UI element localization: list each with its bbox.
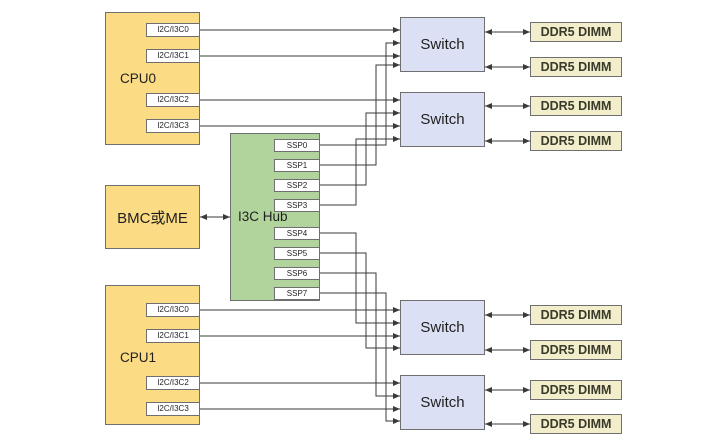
switch-label: Switch [420, 394, 465, 411]
cpu1-label: CPU1 [120, 350, 157, 365]
port-label: SSP7 [286, 288, 308, 298]
dimm-1-block: DDR5 DIMM [530, 22, 622, 42]
dimm-label: DDR5 DIMM [540, 383, 612, 397]
cpu0-port-i2c-i3c2: I2C/I3C2 [146, 93, 200, 107]
dimm-label: DDR5 DIMM [540, 99, 612, 113]
dimm-label: DDR5 DIMM [540, 343, 612, 357]
hub-port-ssp6: SSP6 [274, 267, 320, 280]
switch-label: Switch [420, 111, 465, 128]
switch-1-block: Switch [400, 17, 485, 72]
dimm-5-block: DDR5 DIMM [530, 305, 622, 325]
dimm-label: DDR5 DIMM [540, 417, 612, 431]
hub-port-ssp2: SSP2 [274, 179, 320, 192]
hub-port-ssp3: SSP3 [274, 199, 320, 212]
port-label: I2C/I3C0 [157, 25, 189, 34]
switch-to-dimm-wires [485, 29, 530, 427]
cpu1-port-i2c-i3c2: I2C/I3C2 [146, 376, 200, 390]
port-label: SSP3 [286, 200, 308, 210]
hub-port-ssp5: SSP5 [274, 247, 320, 260]
cpu0-port-i2c-i3c0: I2C/I3C0 [146, 23, 200, 37]
cpu0-to-switch-wires [200, 27, 400, 129]
cpu1-port-i2c-i3c1: I2C/I3C1 [146, 329, 200, 343]
port-label: SSP4 [286, 228, 308, 238]
dimm-7-block: DDR5 DIMM [530, 380, 622, 400]
hub-port-ssp7: SSP7 [274, 287, 320, 300]
switch-label: Switch [420, 36, 465, 53]
cpu0-port-i2c-i3c3: I2C/I3C3 [146, 119, 200, 133]
dimm-label: DDR5 DIMM [540, 134, 612, 148]
cpu0-port-i2c-i3c1: I2C/I3C1 [146, 49, 200, 63]
port-label: I2C/I3C1 [157, 331, 189, 340]
port-label: I2C/I3C2 [157, 95, 189, 104]
dimm-3-block: DDR5 DIMM [530, 96, 622, 116]
hub-ssp-to-switch-wires [320, 40, 400, 424]
i3c-hub-label: I3C Hub [238, 209, 288, 224]
port-label: I2C/I3C2 [157, 378, 189, 387]
cpu1-port-i2c-i3c3: I2C/I3C3 [146, 402, 200, 416]
dimm-label: DDR5 DIMM [540, 25, 612, 39]
dimm-label: DDR5 DIMM [540, 60, 612, 74]
hub-port-ssp0: SSP0 [274, 139, 320, 152]
dimm-2-block: DDR5 DIMM [530, 57, 622, 77]
switch-2-block: Switch [400, 92, 485, 147]
dimm-4-block: DDR5 DIMM [530, 131, 622, 151]
bmc-block: BMC或ME [105, 185, 200, 249]
switch-4-block: Switch [400, 375, 485, 430]
port-label: SSP5 [286, 248, 308, 258]
switch-3-block: Switch [400, 300, 485, 355]
port-label: SSP1 [286, 160, 308, 170]
dimm-6-block: DDR5 DIMM [530, 340, 622, 360]
hub-port-ssp1: SSP1 [274, 159, 320, 172]
port-label: I2C/I3C1 [157, 51, 189, 60]
cpu1-to-switch-wires [200, 307, 400, 412]
switch-label: Switch [420, 319, 465, 336]
hub-port-ssp4: SSP4 [274, 227, 320, 240]
bmc-label: BMC或ME [117, 209, 188, 227]
cpu0-label: CPU0 [120, 71, 157, 86]
dimm-8-block: DDR5 DIMM [530, 414, 622, 434]
cpu1-port-i2c-i3c0: I2C/I3C0 [146, 303, 200, 317]
port-label: SSP2 [286, 180, 308, 190]
port-label: I2C/I3C3 [157, 404, 189, 413]
port-label: SSP6 [286, 268, 308, 278]
port-label: I2C/I3C3 [157, 121, 189, 130]
port-label: SSP0 [286, 140, 308, 150]
dimm-label: DDR5 DIMM [540, 308, 612, 322]
port-label: I2C/I3C0 [157, 305, 189, 314]
